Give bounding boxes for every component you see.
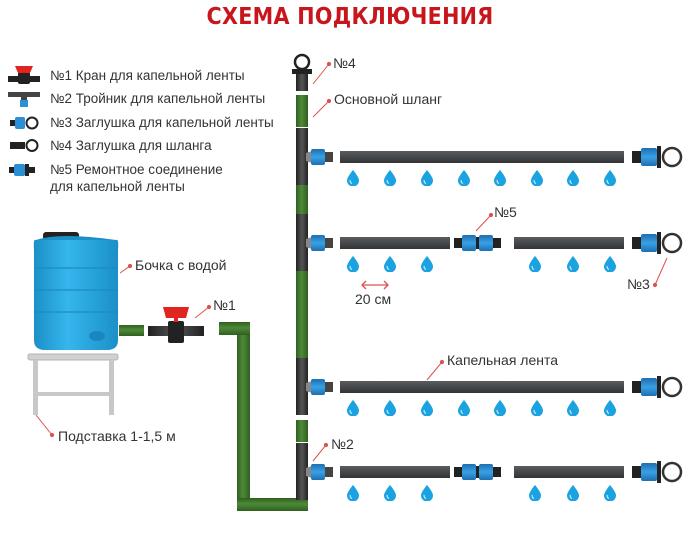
repair-coupling bbox=[462, 235, 476, 251]
label-n4: №4 bbox=[333, 55, 356, 71]
tee-fitting bbox=[296, 214, 308, 271]
label-n2: №2 bbox=[331, 436, 354, 452]
drip-row bbox=[296, 214, 683, 272]
tape-end-plug bbox=[632, 237, 642, 249]
water-drop-icon bbox=[347, 256, 359, 272]
water-drop-icon bbox=[347, 400, 359, 416]
water-drop-icon bbox=[421, 485, 433, 501]
water-drop-icon bbox=[567, 485, 579, 501]
label-tank: Бочка с водой bbox=[135, 257, 227, 273]
label-spacing: 20 см bbox=[355, 291, 392, 307]
legend-item-3: №3 Заглушка для капельной ленты bbox=[50, 115, 274, 130]
water-drop-icon bbox=[531, 400, 543, 416]
water-tank bbox=[33, 232, 119, 350]
hose-plug-top bbox=[292, 53, 312, 91]
water-drop-icon bbox=[421, 256, 433, 272]
label-main-hose: Основной шланг bbox=[334, 91, 443, 107]
label-n1: №1 bbox=[213, 297, 236, 313]
tee-blue-nut bbox=[311, 235, 325, 251]
page-title: СХЕМА ПОДКЛЮЧЕНИЯ bbox=[206, 4, 494, 30]
water-drop-icon bbox=[421, 400, 433, 416]
tee-blue-nut bbox=[311, 464, 325, 480]
water-drop-icon bbox=[347, 170, 359, 186]
tee-icon bbox=[8, 92, 40, 107]
tape-end-plug bbox=[632, 151, 642, 163]
tape-end-plug bbox=[632, 381, 642, 393]
label-n3: №3 bbox=[627, 276, 650, 292]
label-stand: Подставка 1-1,5 м bbox=[58, 428, 176, 444]
tape-end-plug bbox=[632, 466, 642, 478]
water-drop-icon bbox=[567, 170, 579, 186]
spacing-arrow bbox=[361, 280, 389, 290]
water-drop-icon bbox=[458, 170, 470, 186]
repair-coupling-icon bbox=[9, 164, 35, 176]
water-drop-icon bbox=[458, 400, 470, 416]
valve-icon bbox=[8, 66, 40, 84]
valve-n1 bbox=[148, 307, 204, 343]
label-drip-tape: Капельная лента bbox=[447, 352, 559, 368]
legend-item-5: №5 Ремонтное соединение bbox=[50, 162, 223, 177]
tee-blue-nut bbox=[311, 149, 325, 165]
water-drop-icon bbox=[384, 485, 396, 501]
drip-row bbox=[296, 128, 683, 186]
drip-tape bbox=[340, 151, 624, 163]
water-drop-icon bbox=[567, 400, 579, 416]
water-drop-icon bbox=[567, 256, 579, 272]
water-drop-icon bbox=[529, 485, 541, 501]
water-drop-icon bbox=[347, 485, 359, 501]
drip-row bbox=[296, 443, 683, 501]
tape-plug-icon bbox=[10, 116, 39, 130]
drip-row bbox=[296, 358, 683, 416]
legend-item-5-line2: для капельной ленты bbox=[50, 179, 185, 194]
water-drop-icon bbox=[604, 400, 616, 416]
tee-fitting bbox=[296, 443, 308, 500]
legend-item-1: №1 Кран для капельной ленты bbox=[50, 68, 245, 83]
legend-item-2: №2 Тройник для капельной ленты bbox=[50, 91, 266, 106]
drip-tape-segment bbox=[514, 466, 624, 478]
tee-fitting bbox=[296, 358, 308, 415]
water-drop-icon bbox=[384, 256, 396, 272]
water-drop-icon bbox=[604, 256, 616, 272]
tee-fitting bbox=[296, 128, 308, 185]
water-drop-icon bbox=[494, 170, 506, 186]
repair-coupling bbox=[462, 464, 476, 480]
drip-tape bbox=[340, 381, 624, 393]
water-drop-icon bbox=[604, 170, 616, 186]
water-drop-icon bbox=[421, 170, 433, 186]
legend-item-4: №4 Заглушка для шланга bbox=[50, 138, 212, 153]
drip-tape-segment bbox=[340, 466, 450, 478]
drip-tape-segment bbox=[340, 237, 450, 249]
tank-stand bbox=[27, 353, 119, 415]
water-drop-icon bbox=[494, 400, 506, 416]
water-drop-icon bbox=[531, 170, 543, 186]
water-drop-icon bbox=[384, 400, 396, 416]
water-drop-icon bbox=[529, 256, 541, 272]
water-drop-icon bbox=[384, 170, 396, 186]
label-n5: №5 bbox=[494, 204, 517, 220]
leader-lines bbox=[35, 61, 668, 462]
water-drop-icon bbox=[604, 485, 616, 501]
drip-tape-segment bbox=[514, 237, 624, 249]
hose-plug-icon bbox=[10, 139, 39, 152]
tee-blue-nut bbox=[311, 379, 325, 395]
